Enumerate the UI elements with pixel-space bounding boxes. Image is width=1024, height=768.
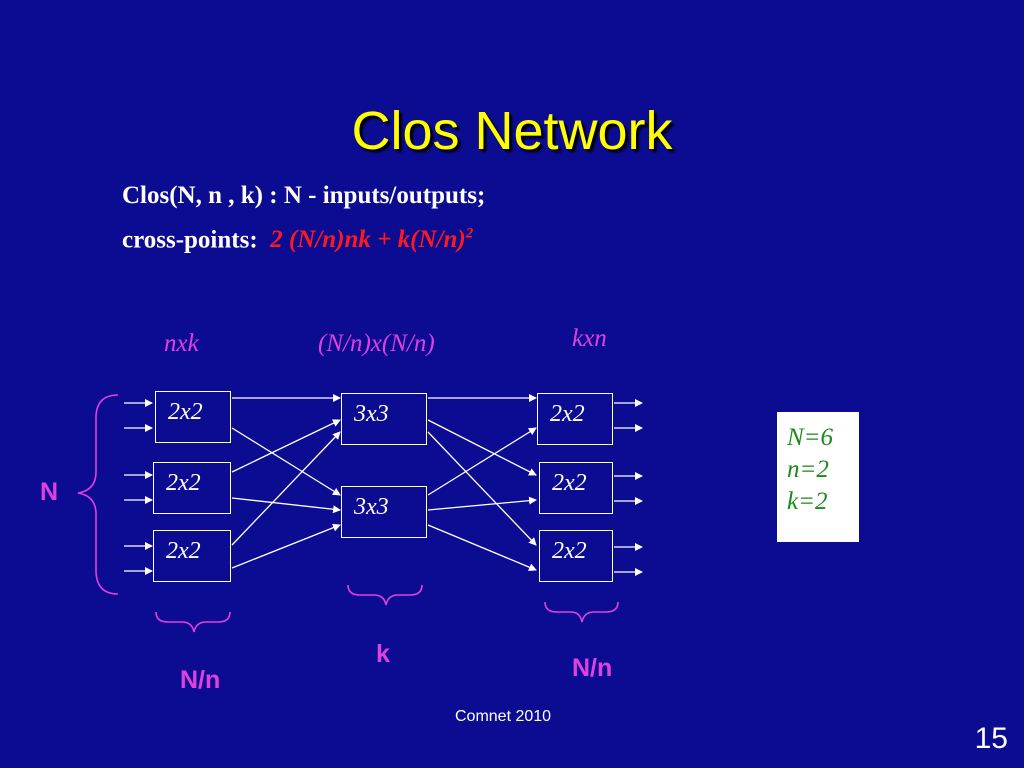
input-switch: 2x2 bbox=[153, 530, 231, 582]
param-n: n=2 bbox=[787, 456, 829, 483]
formula-line-2: cross-points: 2 (N/n)nk + k(N/n)2 bbox=[122, 226, 473, 254]
link-wire bbox=[427, 431, 537, 546]
link-wire bbox=[231, 497, 341, 514]
input-stage-label: nxk bbox=[164, 330, 199, 357]
middle-stage-brace bbox=[347, 584, 423, 606]
middle-switch: 3x3 bbox=[341, 393, 427, 445]
link-wire bbox=[231, 431, 341, 546]
slide-title: Clos Network bbox=[351, 101, 673, 161]
output-switch: 2x2 bbox=[537, 393, 613, 445]
parameters-box: N=6 n=2 k=2 bbox=[777, 412, 859, 542]
slide-number: 15 bbox=[974, 722, 1008, 755]
output-stage-brace-label: N/n bbox=[572, 654, 613, 682]
link-wire bbox=[427, 427, 537, 496]
link-wire bbox=[231, 427, 341, 496]
formula-line-1: Clos(N, n , k) : N - inputs/outputs; bbox=[122, 182, 486, 209]
inputs-brace-label: N bbox=[40, 478, 59, 506]
footer: Comnet 2010 bbox=[455, 708, 552, 725]
link-wire bbox=[427, 524, 537, 571]
param-N: N=6 bbox=[787, 424, 834, 451]
crosspoints-expression: 2 (N/n)nk + k(N/n)2 bbox=[270, 226, 474, 254]
input-stage-brace-label: N/n bbox=[180, 666, 221, 694]
output-switch: 2x2 bbox=[539, 462, 613, 514]
input-stage-brace bbox=[155, 611, 231, 633]
output-stage-brace bbox=[544, 601, 619, 623]
middle-stage-brace-label: k bbox=[376, 640, 390, 668]
middle-stage-label: (N/n)x(N/n) bbox=[318, 330, 435, 357]
crosspoints-label: cross-points: bbox=[122, 226, 258, 254]
link-wire bbox=[231, 419, 341, 473]
middle-switch: 3x3 bbox=[341, 486, 427, 538]
link-wire bbox=[427, 496, 537, 511]
input-switch: 2x2 bbox=[155, 391, 231, 443]
output-stage-label: kxn bbox=[572, 325, 607, 352]
inputs-brace bbox=[77, 394, 119, 595]
param-k: k=2 bbox=[787, 488, 828, 515]
output-switch: 2x2 bbox=[539, 530, 613, 582]
link-wire bbox=[231, 523, 341, 569]
input-switch: 2x2 bbox=[153, 462, 231, 514]
link-wire bbox=[427, 419, 537, 476]
